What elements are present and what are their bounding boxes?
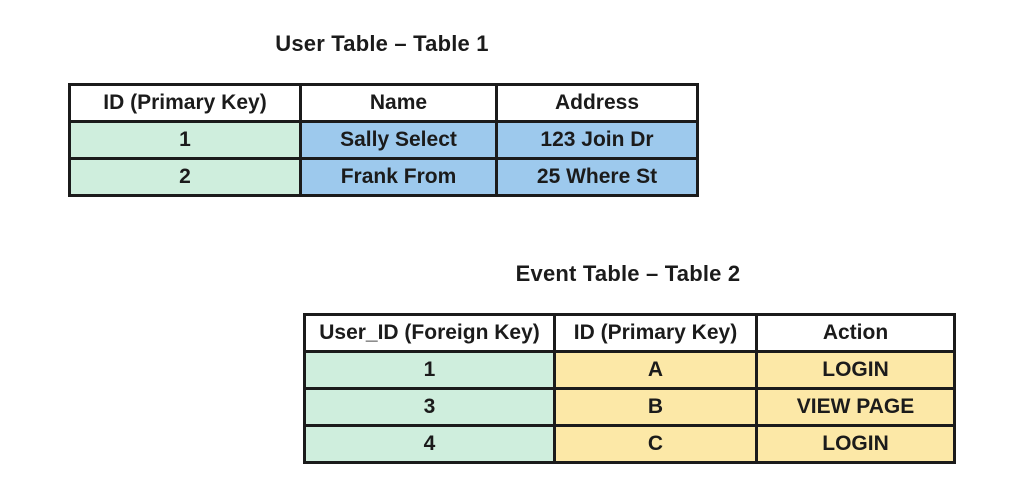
- cell-user-address: 123 Join Dr: [495, 120, 699, 160]
- event-table: User_ID (Foreign Key) ID (Primary Key) A…: [303, 313, 956, 464]
- header-cell-id-primary-key: ID (Primary Key): [553, 313, 758, 353]
- table-row: 4 C LOGIN: [303, 424, 956, 464]
- cell-event-user-id: 4: [303, 424, 556, 464]
- cell-event-action: VIEW PAGE: [755, 387, 956, 427]
- header-cell-action: Action: [755, 313, 956, 353]
- event-table-title: Event Table – Table 2: [515, 261, 741, 286]
- cell-event-id: B: [553, 387, 758, 427]
- cell-user-name: Sally Select: [299, 120, 498, 160]
- cell-user-id: 1: [68, 120, 302, 160]
- table-row: 3 B VIEW PAGE: [303, 387, 956, 427]
- cell-event-action: LOGIN: [755, 424, 956, 464]
- user-table-header-row: ID (Primary Key) Name Address: [68, 83, 699, 123]
- cell-user-id: 2: [68, 157, 302, 197]
- cell-user-name: Frank From: [299, 157, 498, 197]
- header-cell-address: Address: [495, 83, 699, 123]
- cell-event-user-id: 1: [303, 350, 556, 390]
- user-table: ID (Primary Key) Name Address 1 Sally Se…: [68, 83, 699, 197]
- cell-event-user-id: 3: [303, 387, 556, 427]
- header-cell-id-primary-key: ID (Primary Key): [68, 83, 302, 123]
- user-table-title: User Table – Table 1: [275, 31, 489, 56]
- cell-event-id: A: [553, 350, 758, 390]
- header-cell-name: Name: [299, 83, 498, 123]
- cell-event-id: C: [553, 424, 758, 464]
- cell-event-action: LOGIN: [755, 350, 956, 390]
- header-cell-user-id-foreign-key: User_ID (Foreign Key): [303, 313, 556, 353]
- table-row: 2 Frank From 25 Where St: [68, 157, 699, 197]
- table-row: 1 A LOGIN: [303, 350, 956, 390]
- table-row: 1 Sally Select 123 Join Dr: [68, 120, 699, 160]
- cell-user-address: 25 Where St: [495, 157, 699, 197]
- event-table-header-row: User_ID (Foreign Key) ID (Primary Key) A…: [303, 313, 956, 353]
